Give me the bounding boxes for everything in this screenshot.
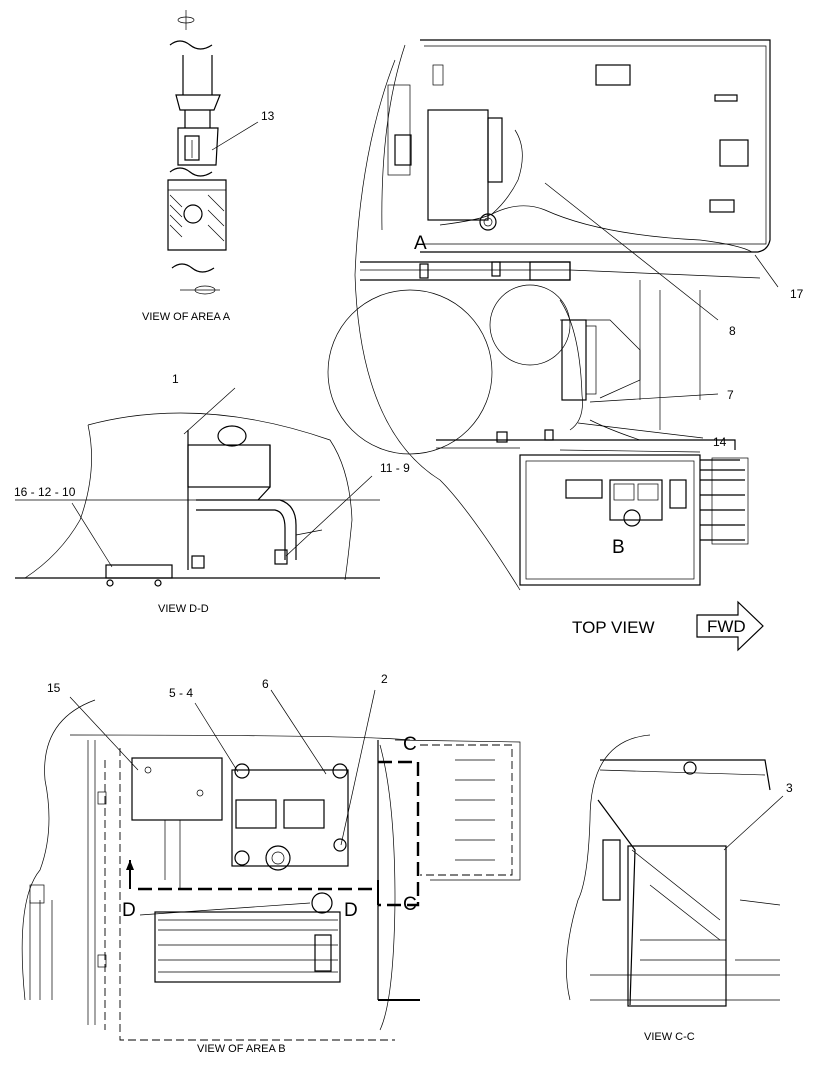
callout-3: 3 bbox=[786, 781, 793, 795]
marker-area-b: B bbox=[612, 537, 625, 558]
view-area-b-drawing bbox=[21, 689, 521, 1041]
top-view-drawing bbox=[327, 39, 779, 652]
fwd-arrow-label: FWD bbox=[707, 617, 746, 636]
marker-c-bottom: C bbox=[403, 894, 417, 915]
caption-view-d-d: VIEW D-D bbox=[158, 603, 209, 615]
caption-top-view: TOP VIEW bbox=[572, 618, 655, 637]
view-area-a-drawing bbox=[167, 10, 259, 295]
callout-17: 17 bbox=[790, 287, 804, 301]
callout-11-9: 11 - 9 bbox=[380, 461, 410, 475]
view-c-c-drawing bbox=[566, 734, 784, 1007]
marker-c-top: C bbox=[403, 734, 417, 755]
callout-13: 13 bbox=[261, 109, 275, 123]
callout-16-12-10: 16 - 12 - 10 bbox=[14, 485, 76, 499]
callout-1: 1 bbox=[172, 372, 179, 386]
callout-5-4: 5 - 4 bbox=[169, 686, 194, 700]
marker-d-right: D bbox=[344, 900, 358, 921]
callout-2: 2 bbox=[381, 672, 388, 686]
callout-14: 14 bbox=[713, 435, 727, 449]
callout-8: 8 bbox=[729, 324, 736, 338]
marker-d-left: D bbox=[122, 900, 136, 921]
callout-7: 7 bbox=[727, 388, 734, 402]
caption-view-area-b: VIEW OF AREA B bbox=[197, 1043, 286, 1055]
marker-area-a: A bbox=[414, 233, 427, 254]
callout-6: 6 bbox=[262, 677, 269, 691]
view-d-d-drawing bbox=[15, 387, 380, 587]
caption-view-c-c: VIEW C-C bbox=[644, 1031, 695, 1043]
caption-view-area-a: VIEW OF AREA A bbox=[142, 311, 231, 323]
callout-15: 15 bbox=[47, 681, 61, 695]
